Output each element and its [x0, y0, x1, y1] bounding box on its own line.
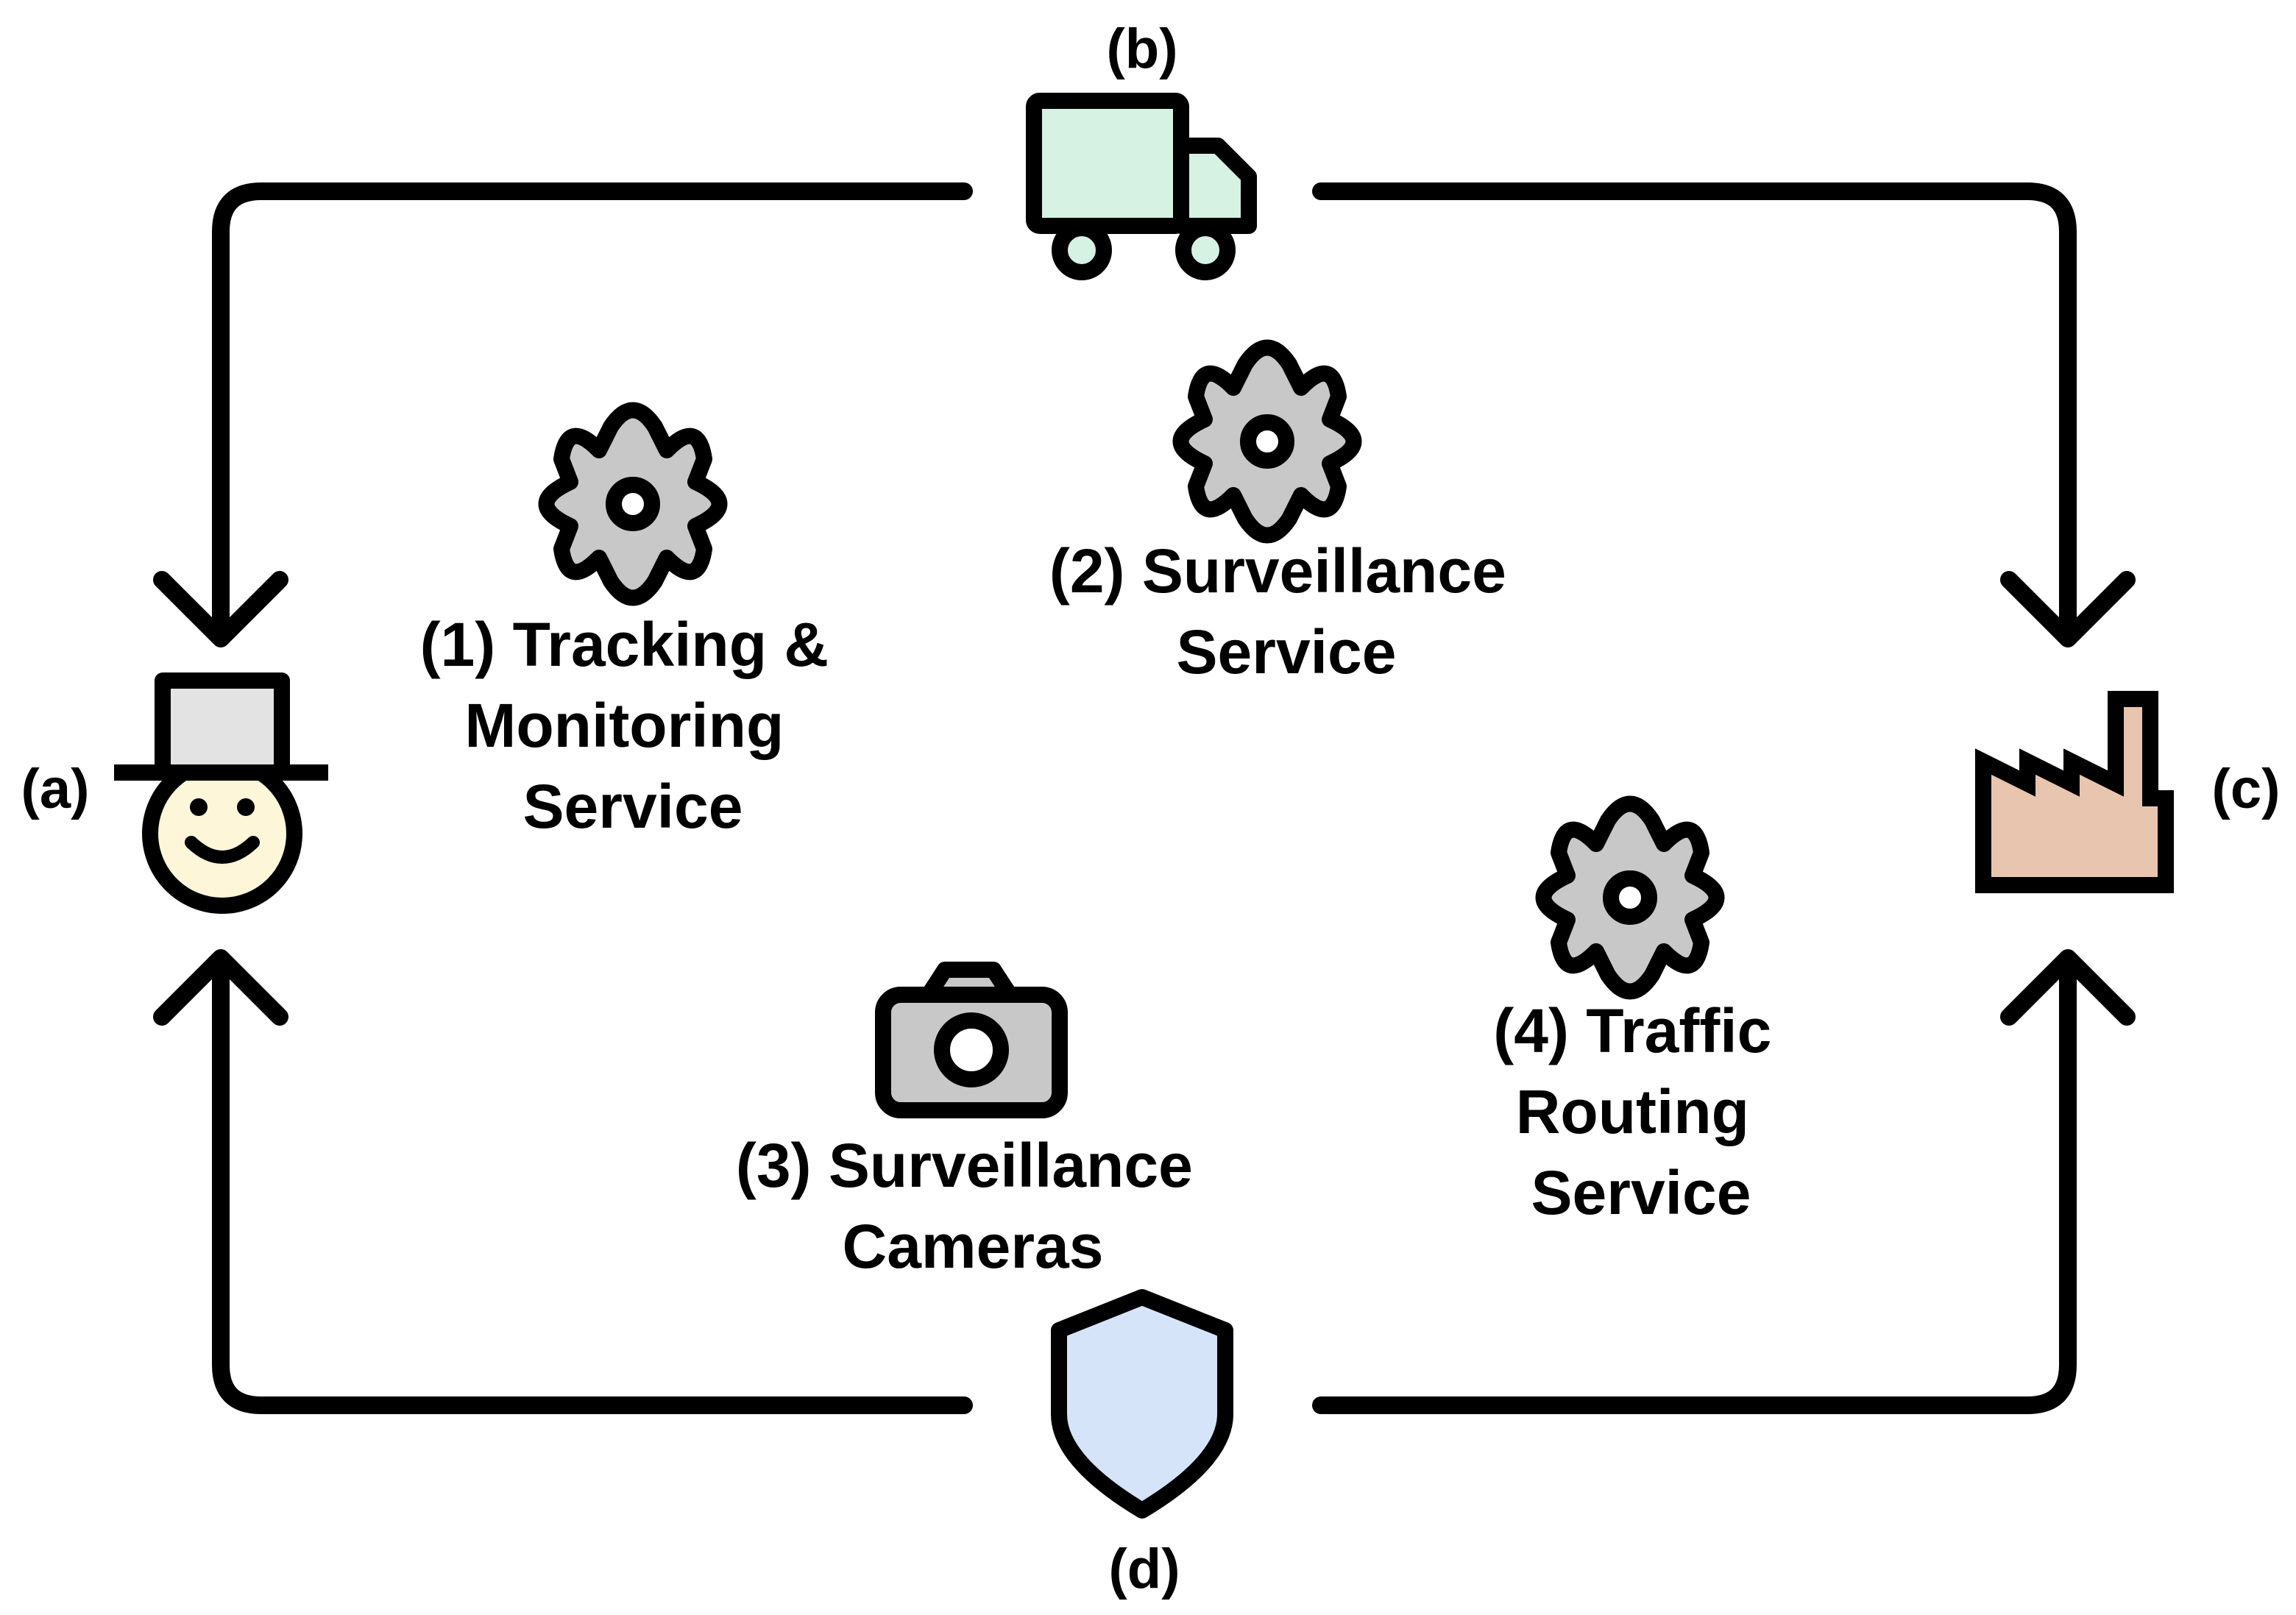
node-b-label: (b)	[1106, 18, 1177, 80]
node-a-label: (a)	[21, 758, 90, 820]
camera-icon	[875, 962, 1068, 1118]
node-c: (c)	[1975, 691, 2281, 893]
service-3: (3) Surveillance Cameras	[736, 962, 1210, 1281]
connector-b-to-c	[1312, 182, 2136, 647]
connector-b-to-a	[153, 182, 973, 647]
service-1-label: (1) Tracking & Monitoring Service	[420, 610, 846, 841]
truck-icon	[1026, 93, 1257, 280]
gear-icon	[1181, 348, 1354, 536]
person-top-hat-icon	[114, 672, 328, 914]
gear-icon	[547, 411, 720, 598]
node-d-label: (d)	[1108, 1538, 1180, 1600]
service-2-label: (2) Surveillance Service	[1049, 536, 1523, 686]
node-d: (d)	[1051, 1289, 1233, 1600]
service-1: (1) Tracking & Monitoring Service	[420, 411, 846, 841]
service-4-label: (4) Traffic Routing Service	[1493, 996, 1788, 1227]
gear-icon	[1544, 804, 1717, 992]
connector-d-to-a	[153, 949, 973, 1414]
node-b: (b)	[1026, 18, 1257, 280]
node-c-label: (c)	[2212, 758, 2281, 820]
shield-icon	[1051, 1289, 1233, 1519]
factory-icon	[1975, 691, 2174, 893]
service-4: (4) Traffic Routing Service	[1493, 804, 1788, 1227]
service-3-label: (3) Surveillance Cameras	[736, 1131, 1210, 1281]
service-2: (2) Surveillance Service	[1049, 348, 1523, 686]
node-a: (a)	[21, 672, 328, 914]
connector-d-to-c	[1312, 949, 2136, 1414]
